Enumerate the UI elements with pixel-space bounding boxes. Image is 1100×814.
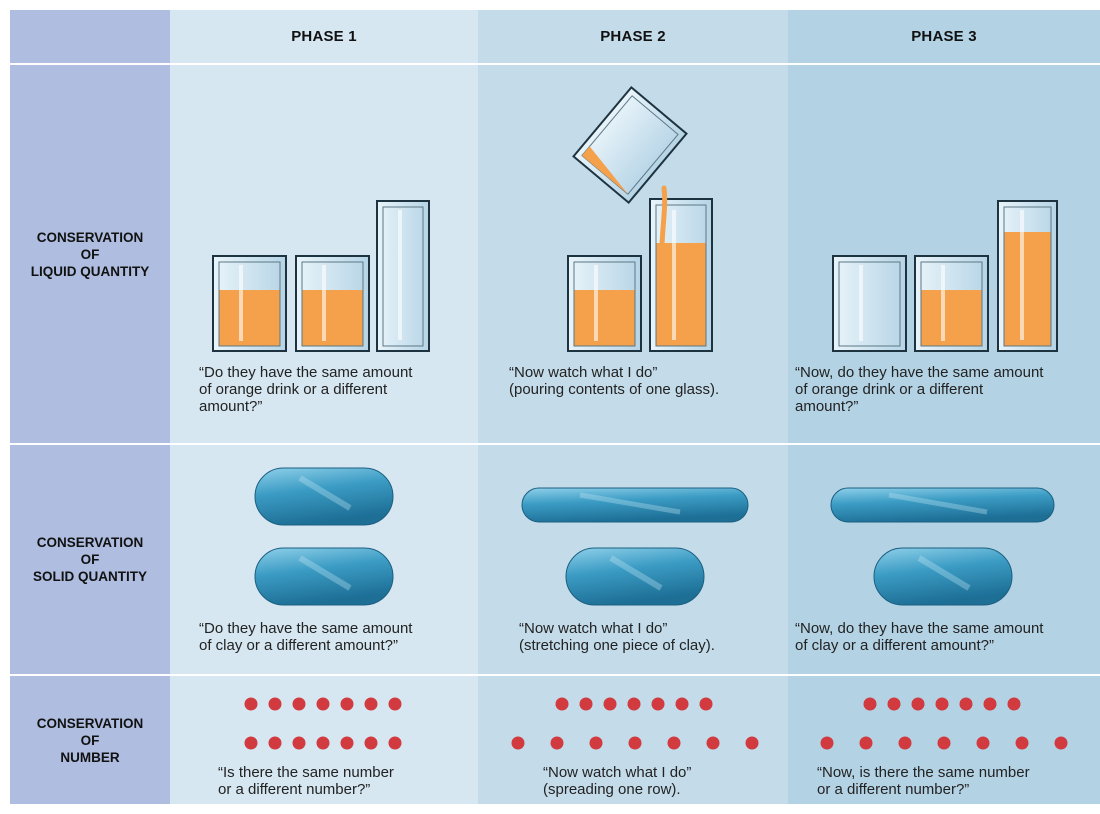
caption-solid-phase2: “Now watch what I do” (stretching one pi…: [519, 620, 715, 654]
dot-icon: [388, 697, 402, 711]
dot-icon: [863, 697, 877, 711]
dot-icon: [628, 736, 642, 750]
dot-icon: [292, 697, 306, 711]
glass-icon: [295, 255, 370, 352]
phase-3-header: PHASE 3: [911, 28, 977, 45]
clay-roll-icon: [521, 487, 749, 523]
clay-roll-icon: [830, 487, 1055, 523]
caption-liquid-phase1: “Do they have the same amount of orange …: [199, 364, 413, 415]
pouring-glass-icon: [572, 85, 688, 205]
dot-icon: [589, 736, 603, 750]
dot-icon: [292, 736, 306, 750]
dot-icon: [820, 736, 834, 750]
dot-icon: [316, 697, 330, 711]
dot-icon: [976, 736, 990, 750]
caption-solid-phase1: “Do they have the same amount of clay or…: [199, 620, 413, 654]
row-label-liquid: CONSERVATION OF LIQUID QUANTITY: [30, 229, 150, 279]
dot-icon: [550, 736, 564, 750]
phase-1-header: PHASE 1: [291, 28, 357, 45]
dot-icon: [388, 736, 402, 750]
dot-icon: [745, 736, 759, 750]
dot-icon: [898, 736, 912, 750]
dot-icon: [244, 697, 258, 711]
glass-icon: [997, 200, 1058, 352]
caption-number-phase2: “Now watch what I do” (spreading one row…: [543, 764, 692, 798]
dot-icon: [555, 697, 569, 711]
dot-icon: [959, 697, 973, 711]
dot-icon: [340, 697, 354, 711]
caption-number-phase3: “Now, is there the same number or a diff…: [817, 764, 1030, 798]
dot-icon: [579, 697, 593, 711]
dot-icon: [511, 736, 525, 750]
dot-icon: [706, 736, 720, 750]
dot-icon: [859, 736, 873, 750]
glass-icon: [567, 255, 642, 352]
dot-icon: [1015, 736, 1029, 750]
dot-icon: [935, 697, 949, 711]
number-dots: [244, 697, 1068, 750]
dot-icon: [911, 697, 925, 711]
dot-icon: [1007, 697, 1021, 711]
clay-ball-icon: [254, 547, 394, 606]
dot-icon: [699, 697, 713, 711]
glass-icon: [649, 198, 713, 352]
clay-ball-icon: [873, 547, 1013, 606]
dot-icon: [268, 736, 282, 750]
caption-liquid-phase3: “Now, do they have the same amount of or…: [795, 364, 1044, 415]
caption-solid-phase3: “Now, do they have the same amount of cl…: [795, 620, 1044, 654]
dot-icon: [316, 736, 330, 750]
dot-icon: [627, 697, 641, 711]
glass-icon: [914, 255, 989, 352]
row-label-number: CONSERVATION OF NUMBER: [36, 715, 144, 765]
dot-icon: [983, 697, 997, 711]
dot-icon: [244, 736, 258, 750]
dot-icon: [364, 736, 378, 750]
row-divider-2: [10, 674, 1100, 676]
caption-liquid-phase2: “Now watch what I do” (pouring contents …: [509, 364, 720, 398]
phase1-column-bg: [170, 10, 478, 804]
clay-ball-icon: [254, 467, 394, 526]
caption-number-phase1: “Is there the same number or a different…: [218, 764, 394, 798]
phase-2-header: PHASE 2: [600, 28, 666, 45]
dot-icon: [340, 736, 354, 750]
dot-icon: [675, 697, 689, 711]
glass-icon: [832, 255, 907, 352]
label-column-bg: [10, 10, 170, 804]
glass-icon: [376, 200, 430, 352]
row-label-solid: CONSERVATION OF SOLID QUANTITY: [33, 535, 147, 584]
dot-icon: [937, 736, 951, 750]
pouring-stream: [659, 185, 668, 248]
dot-icon: [1054, 736, 1068, 750]
header-divider: [10, 63, 1100, 65]
phase3-column-bg: [788, 10, 1100, 804]
dot-icon: [364, 697, 378, 711]
clay-ball-icon: [565, 547, 705, 606]
glass-icon: [212, 255, 287, 352]
dot-icon: [268, 697, 282, 711]
dot-icon: [603, 697, 617, 711]
row-divider-1: [10, 443, 1100, 445]
dot-icon: [887, 697, 901, 711]
dot-icon: [667, 736, 681, 750]
dot-icon: [651, 697, 665, 711]
